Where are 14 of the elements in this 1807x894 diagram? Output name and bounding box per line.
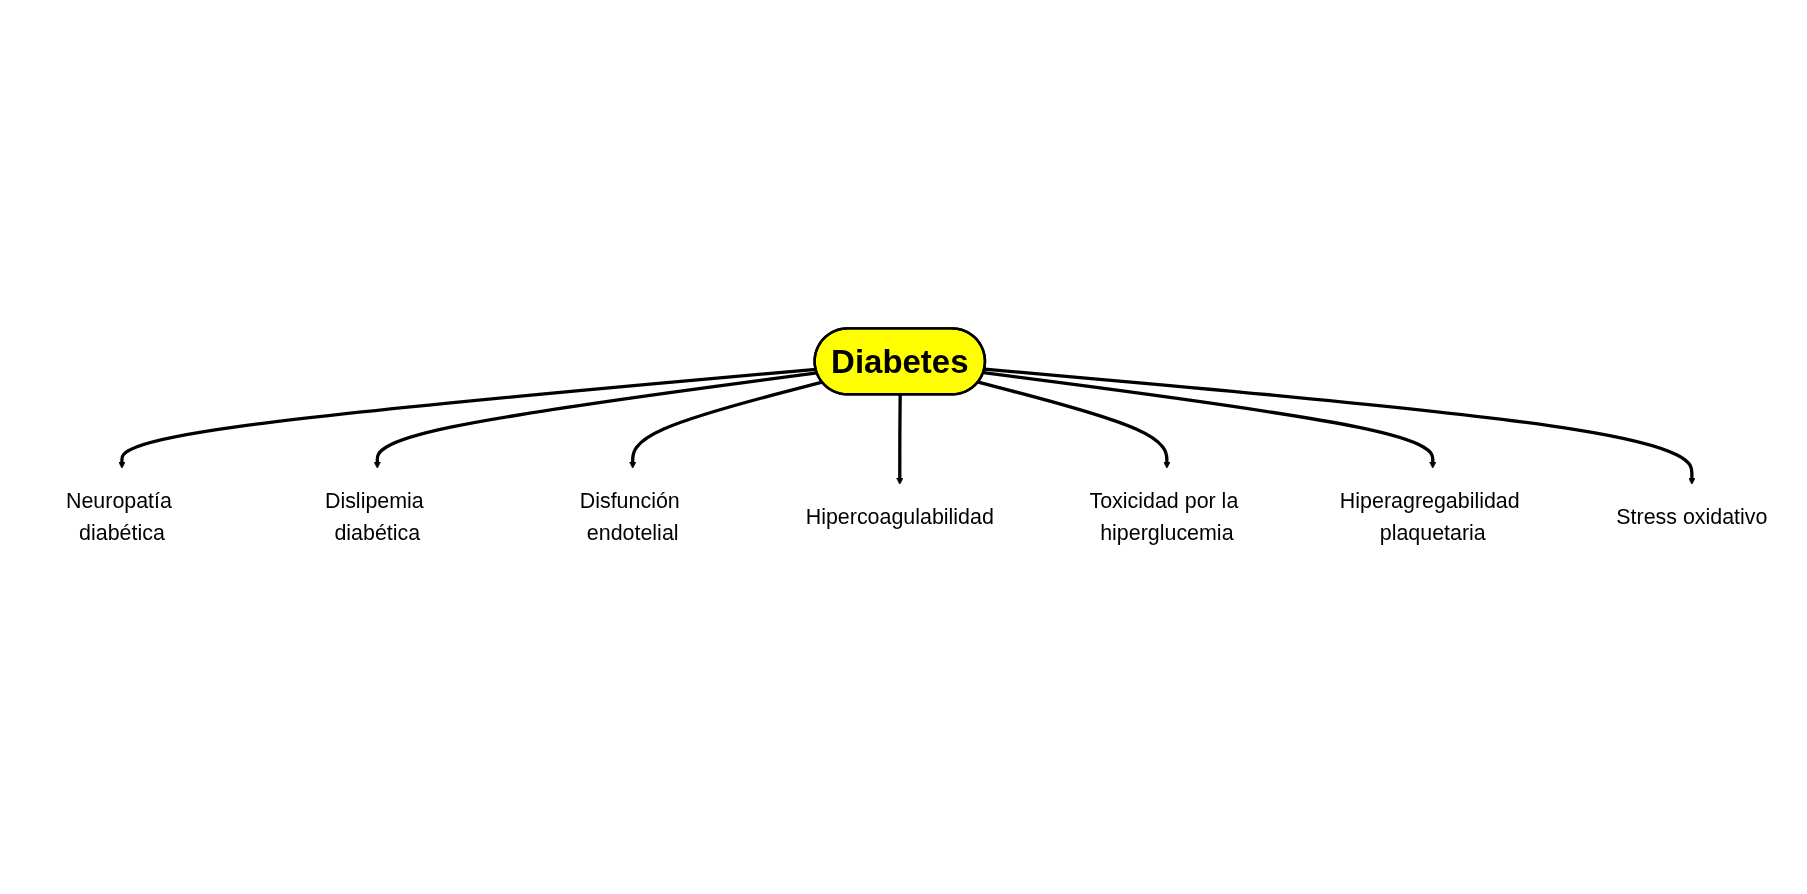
arrow [984, 367, 1696, 485]
node-text: Toxicidad por la hiperglucemia [1089, 488, 1239, 546]
arrow [373, 371, 818, 469]
arrow [118, 367, 817, 469]
node-text: Hipercoagulabilidad [805, 504, 994, 529]
node-text: Disfunción endotelial [579, 488, 680, 546]
arrow [983, 371, 1437, 469]
node-text: Dislipemia diabética [324, 488, 424, 546]
node-text: Stress oxidativo [1616, 504, 1768, 529]
arrow [896, 394, 904, 485]
arrow [977, 380, 1171, 469]
arrow [629, 380, 823, 469]
node-text: Hiperagregabilidad plaquetaria [1339, 488, 1520, 546]
node-text: Neuropatía diabética [65, 488, 172, 546]
